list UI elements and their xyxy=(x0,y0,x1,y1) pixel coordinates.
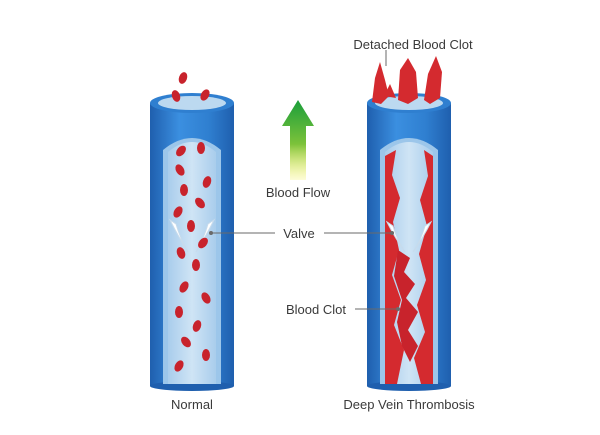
detached-clot-label: Detached Blood Clot xyxy=(353,37,473,52)
detached-clot xyxy=(372,56,442,104)
dvt-valve-right xyxy=(412,220,433,253)
dvt-clot-left xyxy=(385,150,404,384)
blood-flow-label: Blood Flow xyxy=(266,185,331,200)
dvt-clot-center xyxy=(394,250,418,362)
dvt-clot-right xyxy=(414,150,433,384)
leader-lines xyxy=(209,50,400,311)
up-arrow-icon xyxy=(282,100,314,180)
normal-label: Normal xyxy=(171,397,213,412)
dvt-vein xyxy=(367,56,451,391)
normal-vein xyxy=(150,72,234,391)
dvt-label: Deep Vein Thrombosis xyxy=(343,397,475,412)
normal-blood-cells xyxy=(171,72,212,372)
valve-label: Valve xyxy=(283,226,315,241)
blood-clot-label: Blood Clot xyxy=(286,302,346,317)
normal-valve-left xyxy=(168,218,189,253)
